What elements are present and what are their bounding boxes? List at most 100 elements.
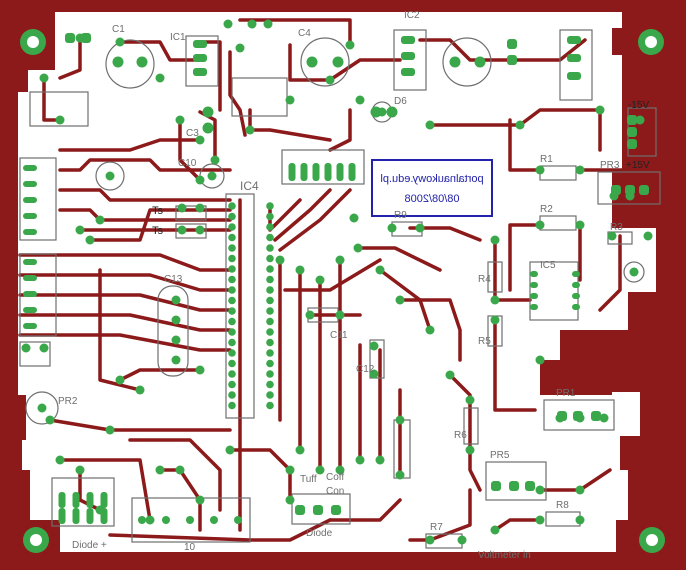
label-r9: R9 bbox=[394, 210, 407, 221]
pr2-outline bbox=[25, 391, 59, 425]
pad bbox=[171, 355, 181, 365]
mounting-holes bbox=[20, 29, 665, 553]
labels: IC2 IC1 IC4 IC5 C1 C3 C4 C10 C11 C12 C13… bbox=[58, 10, 650, 561]
pad bbox=[335, 465, 345, 475]
led-outline bbox=[623, 261, 645, 283]
pad bbox=[572, 293, 580, 299]
pad bbox=[375, 265, 385, 275]
pad bbox=[355, 95, 365, 105]
pad bbox=[629, 267, 639, 277]
pad bbox=[171, 315, 181, 325]
pad bbox=[23, 213, 37, 219]
pad bbox=[23, 197, 37, 203]
label-c1: C1 bbox=[112, 24, 125, 35]
pad bbox=[195, 203, 205, 213]
pad bbox=[575, 220, 585, 230]
label-r7: R7 bbox=[430, 522, 443, 533]
board-substrate bbox=[18, 12, 656, 552]
pad bbox=[266, 296, 274, 305]
pad bbox=[395, 295, 405, 305]
pad bbox=[627, 127, 637, 137]
c4-outline bbox=[300, 37, 350, 87]
pad bbox=[457, 535, 467, 545]
pad bbox=[228, 244, 236, 252]
pad bbox=[530, 271, 538, 277]
pad bbox=[266, 370, 274, 378]
pad bbox=[295, 445, 305, 455]
pad bbox=[228, 275, 236, 284]
pad bbox=[515, 120, 525, 130]
pad bbox=[55, 115, 65, 125]
pad bbox=[177, 225, 187, 235]
pad bbox=[95, 505, 105, 515]
pad bbox=[23, 181, 37, 187]
pad bbox=[112, 56, 124, 68]
pad bbox=[85, 235, 95, 245]
pad bbox=[228, 212, 236, 221]
pad bbox=[315, 465, 325, 475]
pad bbox=[266, 317, 274, 326]
pad bbox=[591, 411, 601, 421]
pad bbox=[228, 401, 236, 410]
label-ts-b: Ts bbox=[152, 225, 164, 237]
pad bbox=[228, 202, 236, 210]
pad bbox=[266, 286, 274, 294]
info-line1: portalnaukowy.edu.pl bbox=[380, 173, 483, 185]
pad bbox=[228, 370, 236, 378]
pad bbox=[45, 415, 55, 425]
pad bbox=[415, 223, 425, 233]
copper-traces bbox=[18, 18, 642, 542]
pad bbox=[228, 233, 236, 242]
label-ic4: IC4 bbox=[240, 179, 259, 193]
label-ts-a: Ts bbox=[152, 205, 164, 217]
pad bbox=[81, 33, 91, 43]
r4-outline bbox=[487, 261, 503, 293]
pad bbox=[193, 54, 207, 62]
pad bbox=[266, 244, 274, 252]
pad bbox=[207, 171, 217, 181]
pad bbox=[305, 310, 315, 320]
pad bbox=[315, 275, 325, 285]
pad bbox=[266, 254, 274, 263]
label-ic2: IC2 bbox=[404, 10, 420, 21]
pad bbox=[395, 470, 405, 480]
label-r2: R2 bbox=[540, 204, 553, 215]
label-c11: C11 bbox=[330, 330, 348, 341]
pad bbox=[312, 163, 320, 181]
pad bbox=[266, 275, 274, 284]
pad bbox=[235, 43, 245, 53]
pad bbox=[535, 220, 545, 230]
pad bbox=[355, 455, 365, 465]
pad bbox=[193, 68, 207, 76]
pad bbox=[425, 120, 435, 130]
pad bbox=[234, 516, 242, 524]
pad bbox=[535, 485, 545, 495]
pad bbox=[575, 165, 585, 175]
pad bbox=[572, 271, 580, 277]
label-c3: C3 bbox=[186, 128, 199, 139]
reg-left-outline bbox=[29, 91, 89, 127]
pad bbox=[186, 516, 194, 524]
pad bbox=[331, 505, 341, 515]
label-plus15: +15V bbox=[626, 160, 650, 171]
label-ic1: IC1 bbox=[170, 32, 186, 43]
pad bbox=[175, 465, 185, 475]
label-c13: C13 bbox=[164, 274, 183, 285]
pad bbox=[401, 36, 415, 44]
pad bbox=[491, 481, 501, 491]
label-pr5: PR5 bbox=[490, 450, 510, 461]
ts-bottom bbox=[175, 223, 207, 239]
pad bbox=[387, 223, 397, 233]
pad bbox=[228, 286, 236, 294]
pad bbox=[567, 54, 581, 62]
pad bbox=[23, 259, 37, 265]
pad bbox=[306, 56, 318, 68]
pad bbox=[195, 495, 205, 505]
pad bbox=[332, 56, 344, 68]
pad bbox=[135, 385, 145, 395]
pad bbox=[195, 225, 205, 235]
copper-notch bbox=[0, 440, 22, 520]
pad bbox=[573, 411, 583, 421]
pad bbox=[349, 213, 359, 223]
